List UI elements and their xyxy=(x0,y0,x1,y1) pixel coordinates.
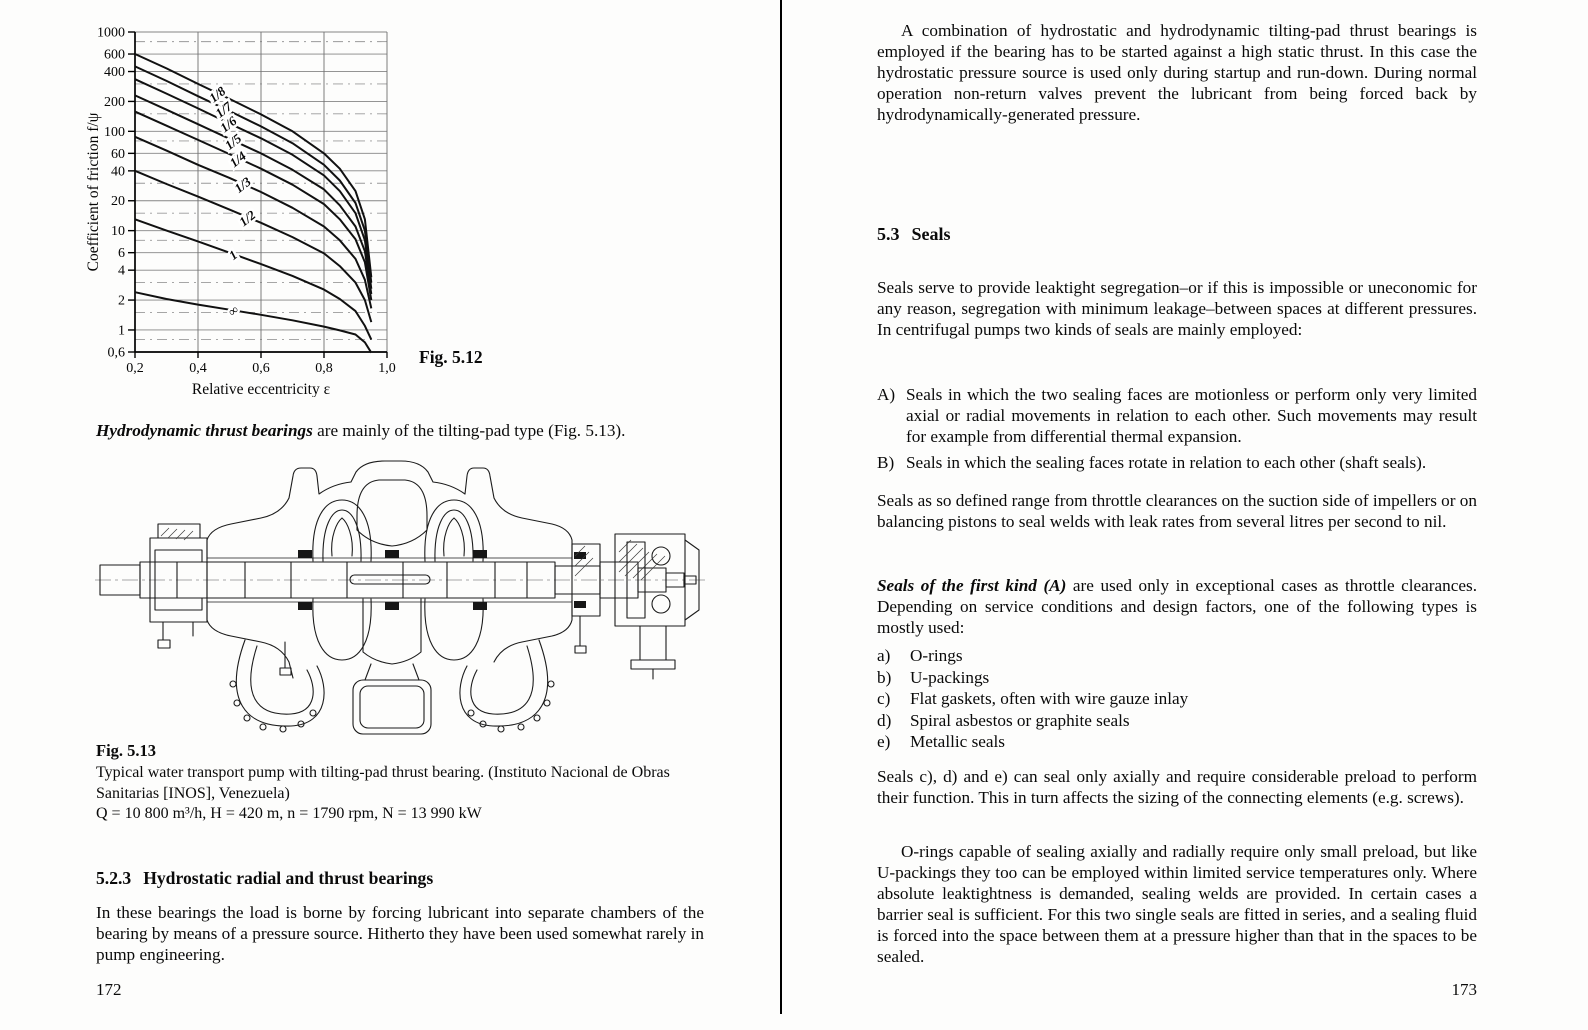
y-tick-label: 4 xyxy=(118,264,125,279)
item-a-major-text: Seals in which the two sealing faces are… xyxy=(906,385,1477,446)
item-b-major: B) Seals in which the sealing faces rota… xyxy=(877,452,1477,473)
para-seals-serve: Seals serve to provide leaktight segrega… xyxy=(877,278,1477,339)
curve-1/5 xyxy=(134,94,373,295)
y-tick-label: 600 xyxy=(104,48,125,63)
page-gutter-divider xyxy=(780,0,782,1014)
curve-1/3 xyxy=(134,135,373,309)
y-tick-label: 200 xyxy=(104,95,125,110)
x-axis-title: Relative eccentricity ε xyxy=(192,381,331,397)
section-5-2-3-title: Hydrostatic radial and thrust bearings xyxy=(143,868,434,888)
section-5-2-3-heading: 5.2.3 Hydrostatic radial and thrust beari… xyxy=(96,868,433,889)
y-tick-label: 100 xyxy=(104,125,125,140)
section-5-2-3-body: In these bearings the load is borne by f… xyxy=(96,903,704,964)
para-range: Seals as so defined range from throttle … xyxy=(877,491,1477,531)
section-5-3-title: Seals xyxy=(911,224,951,244)
y-tick-label: 40 xyxy=(111,164,125,179)
pump-casing xyxy=(206,460,573,679)
section-5-3-number: 5.3 xyxy=(877,224,900,244)
x-tick-label: 0,4 xyxy=(189,361,207,376)
curve-1/7 xyxy=(134,65,373,283)
curve-1/8 xyxy=(134,53,373,278)
x-tick-label: 1,0 xyxy=(378,361,396,376)
curve-label-1/3: 1/3 xyxy=(231,174,254,196)
pump-thrust-bearing xyxy=(571,533,700,680)
hydrodynamic-lead-rest: are mainly of the tilting-pad type (Fig.… xyxy=(312,421,626,440)
pump-cross-section xyxy=(95,460,705,735)
list-item-label: e) xyxy=(877,732,891,752)
x-tick-label: 0,2 xyxy=(126,361,144,376)
right-page-number: 173 xyxy=(1451,980,1478,999)
item-b-major-label: B) xyxy=(877,453,895,472)
curve-1/2 xyxy=(134,169,373,323)
right-page: A combination of hydrostatic and hydrody… xyxy=(781,0,1588,1030)
list-item-text: O-rings xyxy=(910,646,963,665)
list-item-text: U-packings xyxy=(910,667,990,687)
figure-5-13-caption: Fig. 5.13 Typical water transport pump w… xyxy=(96,741,696,825)
pump-impellers xyxy=(312,499,484,665)
list-item-label: c) xyxy=(877,689,891,709)
item-a-major-label: A) xyxy=(877,385,896,404)
pump-hatching xyxy=(160,527,666,581)
y-tick-label: 2 xyxy=(118,294,125,309)
item-a-major: A) Seals in which the two sealing faces … xyxy=(877,384,1477,447)
list-item: b) U-packings xyxy=(877,667,1477,689)
pump-suction-chamber xyxy=(352,663,432,735)
para-first-kind: Seals of the first kind (A) are used onl… xyxy=(877,575,1477,638)
figure-5-13-data-line: Q = 10 800 m³/h, H = 420 m, n = 1790 rpm… xyxy=(96,805,482,822)
section-5-3-heading: 5.3 Seals xyxy=(877,224,951,245)
y-tick-label: 60 xyxy=(111,147,125,162)
y-tick-label: 0,6 xyxy=(108,346,126,361)
curve-1 xyxy=(134,218,373,341)
list-item: d) Spiral asbestos or graphite seals xyxy=(877,710,1477,732)
y-tick-label: 6 xyxy=(118,246,125,261)
list-item-text: Spiral asbestos or graphite seals xyxy=(910,710,1130,730)
curve-label-∞: ∞ xyxy=(225,302,242,320)
list-item-label: b) xyxy=(877,667,892,687)
item-b-major-text: Seals in which the sealing faces rotate … xyxy=(906,453,1427,472)
section-5-2-3-number: 5.2.3 xyxy=(96,868,132,888)
y-tick-label: 20 xyxy=(111,194,125,209)
curve-label-1/2: 1/2 xyxy=(236,207,259,229)
list-item: c) Flat gaskets, often with wire gauze i… xyxy=(877,688,1477,710)
para-cde: Seals c), d) and e) can seal only axiall… xyxy=(877,767,1477,807)
list-item-text: Metallic seals xyxy=(910,732,1005,752)
list-item-label: d) xyxy=(877,710,892,730)
pump-seal-blocks xyxy=(298,550,586,610)
seal-type-list: a) O-rings b) U-packings c) Flat gaskets… xyxy=(877,645,1477,753)
curve-1/4 xyxy=(134,110,373,301)
para-first-kind-bold: Seals of the first kind (A) xyxy=(877,576,1067,595)
pump-left-bearing xyxy=(149,523,208,649)
para-orings: O-rings capable of sealing axially and r… xyxy=(877,842,1477,966)
y-tick-label: 10 xyxy=(111,224,125,239)
figure-5-13-label: Fig. 5.13 xyxy=(96,741,157,760)
curve-∞ xyxy=(134,291,373,354)
x-tick-label: 0,6 xyxy=(252,361,270,376)
x-tick-label: 0,8 xyxy=(315,361,333,376)
hydrodynamic-lead-bold: Hydrodynamic thrust bearings xyxy=(96,421,313,440)
y-tick-label: 1 xyxy=(118,323,125,338)
pump-bolts xyxy=(279,615,587,676)
list-item-text: Flat gaskets, often with wire gauze inla… xyxy=(910,689,1189,709)
left-page-number: 172 xyxy=(96,980,122,999)
hydrodynamic-lead-paragraph: Hydrodynamic thrust bearings are mainly … xyxy=(96,420,708,441)
para-first-kind-rest: are used only in exceptional cases as th… xyxy=(877,576,1477,637)
figure-5-12-label: Fig. 5.12 xyxy=(419,347,483,367)
list-item: e) Metallic seals xyxy=(877,731,1477,753)
pump-volutes xyxy=(229,639,555,733)
y-tick-label: 400 xyxy=(104,65,125,80)
figure-5-13 xyxy=(95,456,705,746)
y-axis-title: Coefficient of friction f/ψ xyxy=(85,112,102,271)
para-combination: A combination of hydrostatic and hydrody… xyxy=(877,21,1477,124)
list-item-label: a) xyxy=(877,646,891,665)
figure-5-13-caption-text: Typical water transport pump with tiltin… xyxy=(96,764,670,802)
y-tick-label: 1000 xyxy=(97,26,125,41)
list-item: a) O-rings xyxy=(877,645,1477,667)
curve-1/6 xyxy=(134,78,373,289)
